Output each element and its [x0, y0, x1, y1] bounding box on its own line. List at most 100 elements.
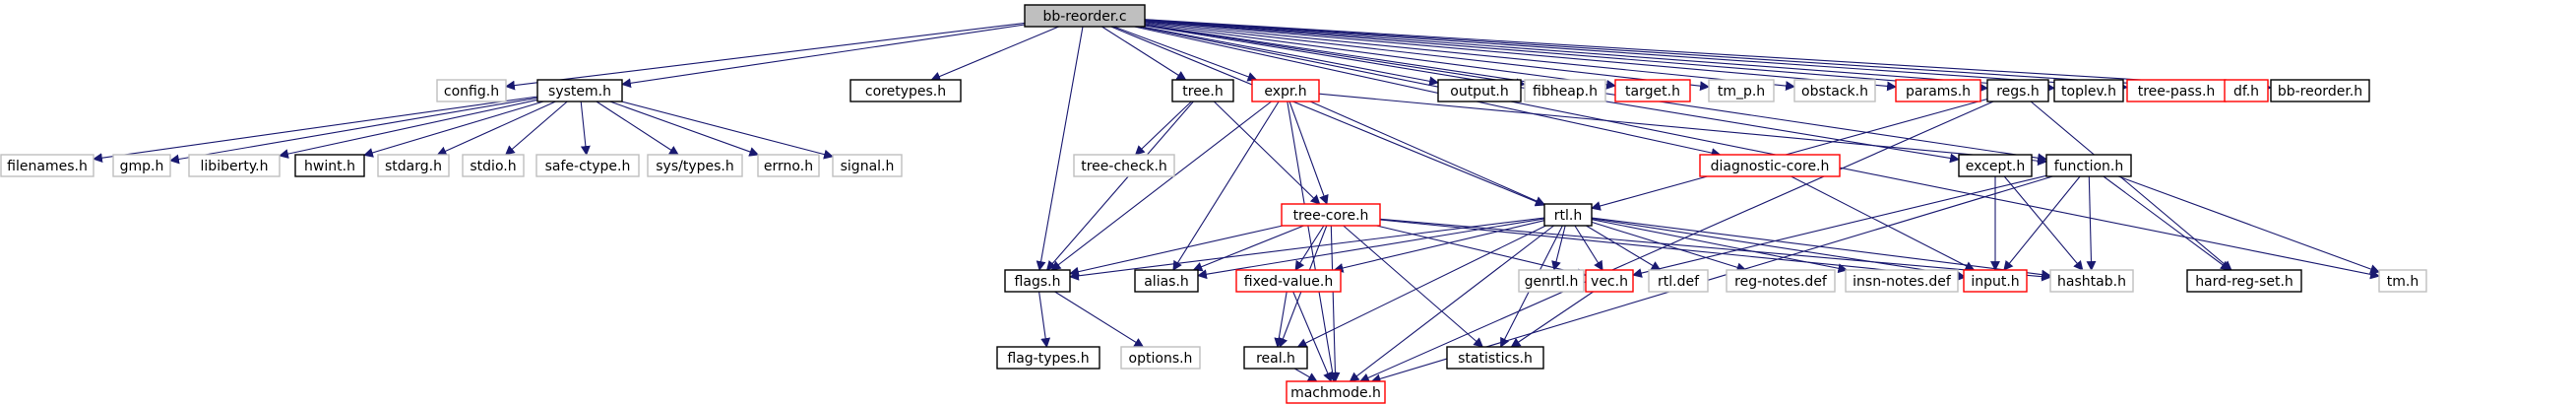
node-label: rtl.h — [1554, 208, 1582, 224]
node-label: alias.h — [1144, 274, 1189, 290]
node-box — [1543, 203, 1593, 227]
node-label: flags.h — [1015, 274, 1061, 290]
edge-bb-reorder-c-to-expr-h — [1113, 26, 1258, 82]
node-box — [1648, 269, 1709, 293]
node-real-h[interactable]: real.h — [1243, 346, 1308, 370]
edge-bb-reorder-c-to-diagnostic-core-h — [1134, 26, 1722, 158]
edge-expr-h-to-machmode-h — [1287, 101, 1338, 382]
edge-bb-reorder-c-to-df-h — [1144, 19, 2226, 94]
node-filenames-h[interactable]: filenames.h — [0, 154, 94, 177]
node-options-h[interactable]: options.h — [1120, 346, 1201, 370]
edge-tree-core-h-to-flags-h — [1069, 225, 1284, 277]
node-machmode-h[interactable]: machmode.h — [1286, 380, 1386, 404]
node-target-h[interactable]: target.h — [1614, 79, 1691, 102]
node-toplev-h[interactable]: toplev.h — [2053, 79, 2124, 102]
node-statistics-h[interactable]: statistics.h — [1446, 346, 1544, 370]
node-rtl-def[interactable]: rtl.def — [1648, 269, 1709, 293]
node-safe-ctype-h[interactable]: safe-ctype.h — [535, 154, 640, 177]
node-sys-types-h[interactable]: sys/types.h — [647, 154, 743, 177]
node-label: params.h — [1906, 84, 1971, 100]
node-box — [2053, 79, 2124, 102]
node-vec-h[interactable]: vec.h — [1585, 269, 1634, 293]
edge-bb-reorder-c-to-coretypes-h — [930, 26, 1059, 82]
edge-tree-core-h-to-fixed-value-h — [1294, 225, 1325, 271]
node-bb-reorder-h[interactable]: bb-reorder.h — [2270, 79, 2370, 102]
node-hard-reg-set-h[interactable]: hard-reg-set.h — [2186, 269, 2302, 293]
node-label: hard-reg-set.h — [2195, 274, 2293, 290]
node-label: except.h — [1966, 159, 2025, 174]
edge-tree-h-to-tree-core-h — [1213, 101, 1321, 205]
node-obstack-h[interactable]: obstack.h — [1793, 79, 1876, 102]
node-stdarg-h[interactable]: stdarg.h — [377, 154, 450, 177]
node-libiberty-h[interactable]: libiberty.h — [188, 154, 281, 177]
node-insn-notes-def[interactable]: insn-notes.def — [1845, 269, 1959, 293]
node-hwint-h[interactable]: hwint.h — [294, 154, 365, 177]
node-config-h[interactable]: config.h — [436, 79, 507, 102]
node-fixed-value-h[interactable]: fixed-value.h — [1235, 269, 1342, 293]
node-label: options.h — [1129, 351, 1193, 367]
node-box — [188, 154, 281, 177]
node-label: stdio.h — [470, 159, 516, 174]
node-flags-h[interactable]: flags.h — [1004, 269, 1071, 293]
node-box — [1286, 380, 1386, 404]
edge-expr-h-to-rtl-h — [1309, 101, 1545, 206]
node-expr-h[interactable]: expr.h — [1251, 79, 1320, 102]
edge-except-h-to-hashtab-h — [2003, 175, 2084, 271]
node-stdio-h[interactable]: stdio.h — [462, 154, 525, 177]
node-label: bb-reorder.c — [1042, 9, 1126, 25]
edge-bb-reorder-c-to-tm-p-h — [1144, 22, 1710, 92]
edge-bb-reorder-c-to-fibheap-h — [1144, 24, 1526, 89]
node-hashtab-h[interactable]: hashtab.h — [2049, 269, 2134, 293]
node-box — [647, 154, 743, 177]
node-tree-h[interactable]: tree.h — [1171, 79, 1234, 102]
node-flag-types-h[interactable]: flag-types.h — [996, 346, 1100, 370]
node-box — [2186, 269, 2302, 293]
node-df-h[interactable]: df.h — [2224, 79, 2269, 102]
edge-flags-h-to-flag-types-h — [1038, 291, 1051, 348]
edge-regs-h-to-machmode-h — [1358, 101, 1994, 382]
edge-function-h-to-hard-reg-set-h — [2103, 175, 2230, 271]
node-tm-h[interactable]: tm.h — [2378, 269, 2427, 293]
node-rtl-h[interactable]: rtl.h — [1543, 203, 1593, 227]
node-genrtl-h[interactable]: genrtl.h — [1518, 269, 1585, 293]
node-label: tm_p.h — [1718, 84, 1765, 100]
node-signal-h[interactable]: signal.h — [832, 154, 903, 177]
edge-tree-core-h-to-statistics-h — [1343, 225, 1484, 348]
node-fibheap-h[interactable]: fibheap.h — [1524, 79, 1606, 102]
node-regs-h[interactable]: regs.h — [1986, 79, 2049, 102]
edge-system-h-to-gmp-h — [169, 97, 538, 165]
node-box — [1251, 79, 1320, 102]
edge-bb-reorder-c-to-tm-h — [1138, 26, 2380, 280]
node-label: function.h — [2054, 159, 2124, 174]
node-function-h[interactable]: function.h — [2045, 154, 2132, 177]
node-diagnostic-core-h[interactable]: diagnostic-core.h — [1699, 154, 1841, 177]
edge-rtl-h-to-real-h — [1296, 225, 1546, 348]
node-tm-p-h[interactable]: tm_p.h — [1708, 79, 1775, 102]
node-box — [1845, 269, 1959, 293]
node-gmp-h[interactable]: gmp.h — [112, 154, 171, 177]
node-system-h[interactable]: system.h — [536, 79, 623, 102]
node-coretypes-h[interactable]: coretypes.h — [849, 79, 962, 102]
node-errno-h[interactable]: errno.h — [757, 154, 820, 177]
node-tree-pass-h[interactable]: tree-pass.h — [2126, 79, 2227, 102]
edge-rtl-h-to-input-h — [1591, 218, 1965, 280]
node-box — [1699, 154, 1841, 177]
node-label: filenames.h — [7, 159, 88, 174]
edge-expr-h-to-alias-h — [1172, 101, 1280, 271]
node-box — [1585, 269, 1634, 293]
node-tree-check-h[interactable]: tree-check.h — [1073, 154, 1175, 177]
node-label: tree-pass.h — [2138, 84, 2216, 100]
node-label: diagnostic-core.h — [1711, 159, 1830, 174]
node-tree-core-h[interactable]: tree-core.h — [1281, 203, 1381, 227]
node-label: toplev.h — [2061, 84, 2116, 100]
node-input-h[interactable]: input.h — [1963, 269, 2028, 293]
node-output-h[interactable]: output.h — [1437, 79, 1522, 102]
node-box — [2224, 79, 2269, 102]
node-reg-notes-def[interactable]: reg-notes.def — [1726, 269, 1836, 293]
node-label: tree-check.h — [1081, 159, 1167, 174]
node-params-h[interactable]: params.h — [1895, 79, 1981, 102]
node-except-h[interactable]: except.h — [1958, 154, 2033, 177]
node-alias-h[interactable]: alias.h — [1134, 269, 1199, 293]
node-box — [1024, 4, 1146, 28]
node-box — [1518, 269, 1585, 293]
